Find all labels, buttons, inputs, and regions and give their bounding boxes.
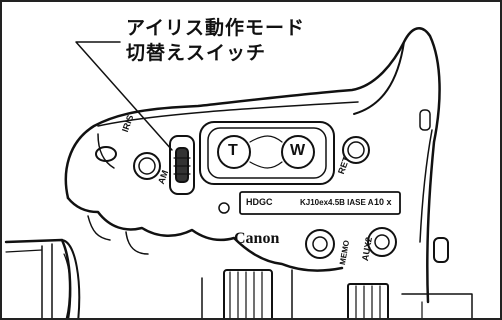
ret-button bbox=[342, 136, 370, 164]
callout-line-2: 切替えスイッチ bbox=[126, 42, 267, 64]
plate-model: KJ10ex4.5B IASE A bbox=[300, 198, 374, 207]
grip-body-outline bbox=[64, 27, 441, 304]
iris-mode-switch bbox=[169, 135, 195, 195]
zoom-tele-label: T bbox=[228, 142, 238, 159]
canon-brand: Canon bbox=[234, 230, 280, 247]
zoom-wide-button bbox=[281, 135, 315, 169]
plate-logo: HDGC bbox=[246, 197, 273, 207]
iris-mode-switch-callout: アイリス動作モード 切替えスイッチ bbox=[126, 16, 305, 66]
plate-zoom: 10 x bbox=[374, 197, 392, 207]
zoom-seesaw-panel bbox=[199, 121, 335, 185]
callout-line-1: アイリス動作モード bbox=[126, 17, 306, 39]
zoom-tele-button bbox=[217, 135, 251, 169]
zoom-wide-label: W bbox=[290, 142, 306, 159]
grip-underside bbox=[66, 196, 344, 272]
memo-button bbox=[305, 229, 335, 259]
model-plate bbox=[239, 191, 401, 215]
iris-button bbox=[133, 152, 161, 180]
callout-leader-line bbox=[75, 41, 173, 151]
aux2-button bbox=[367, 227, 397, 257]
